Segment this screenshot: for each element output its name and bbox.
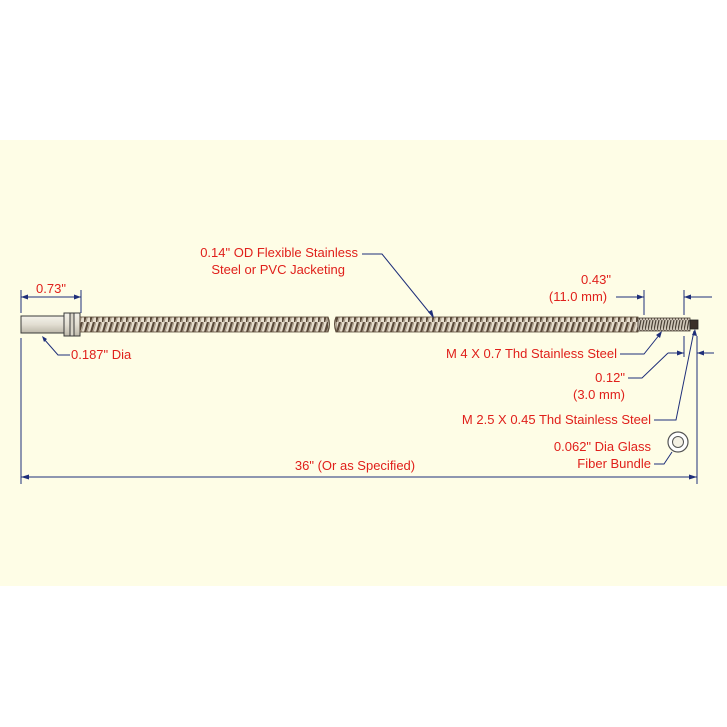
jacket-left-section (79, 316, 329, 333)
arrow-jacketing (428, 310, 434, 318)
label-ferrule-dia: 0.187" Dia (71, 347, 132, 362)
leader-ferrule-dia (43, 338, 70, 356)
label-jacketing-line2: Steel or PVC Jacketing (211, 262, 345, 277)
dimension-thread-length (616, 290, 712, 315)
label-thread-length-mm: (11.0 mm) (549, 289, 607, 304)
label-m4-thread: M 4 X 0.7 Thd Stainless Steel (446, 346, 617, 361)
drawing-panel (0, 140, 727, 586)
label-overall-length: 36" (Or as Specified) (295, 458, 415, 473)
label-m25-thread: M 2.5 X 0.45 Thd Stainless Steel (462, 412, 651, 427)
jacket-right-section (335, 316, 639, 333)
leader-m25-thread (654, 330, 695, 421)
label-jacketing-line1: 0.14" OD Flexible Stainless (200, 245, 358, 260)
label-tip-length-mm: (3.0 mm) (573, 387, 625, 402)
break-end-left (327, 316, 330, 333)
m4-threaded-section (637, 317, 691, 332)
label-tip-length-in: 0.12" (595, 370, 625, 385)
label-bundle-line2: Fiber Bundle (577, 456, 651, 471)
arrow-m4-thread (656, 331, 662, 338)
ferrule (20, 312, 81, 337)
label-thread-length-in: 0.43" (581, 272, 611, 287)
leader-fiber-bundle (654, 451, 673, 465)
dimension-ferrule-length (20, 290, 82, 313)
label-bundle-line1: 0.062" Dia Glass (554, 439, 652, 454)
arrow-ferrule-dia (42, 336, 47, 342)
dimension-overall-length (20, 336, 698, 484)
label-ferrule-length: 0.73" (36, 281, 66, 296)
fiber-bundle-end-view (667, 431, 689, 453)
arrow-m25-thread (692, 329, 697, 336)
leader-tip-length (628, 352, 669, 379)
m25-threaded-tip (689, 319, 699, 330)
break-end-right (334, 316, 337, 333)
leader-jacketing (362, 253, 434, 318)
leader-m4-thread (620, 333, 661, 355)
